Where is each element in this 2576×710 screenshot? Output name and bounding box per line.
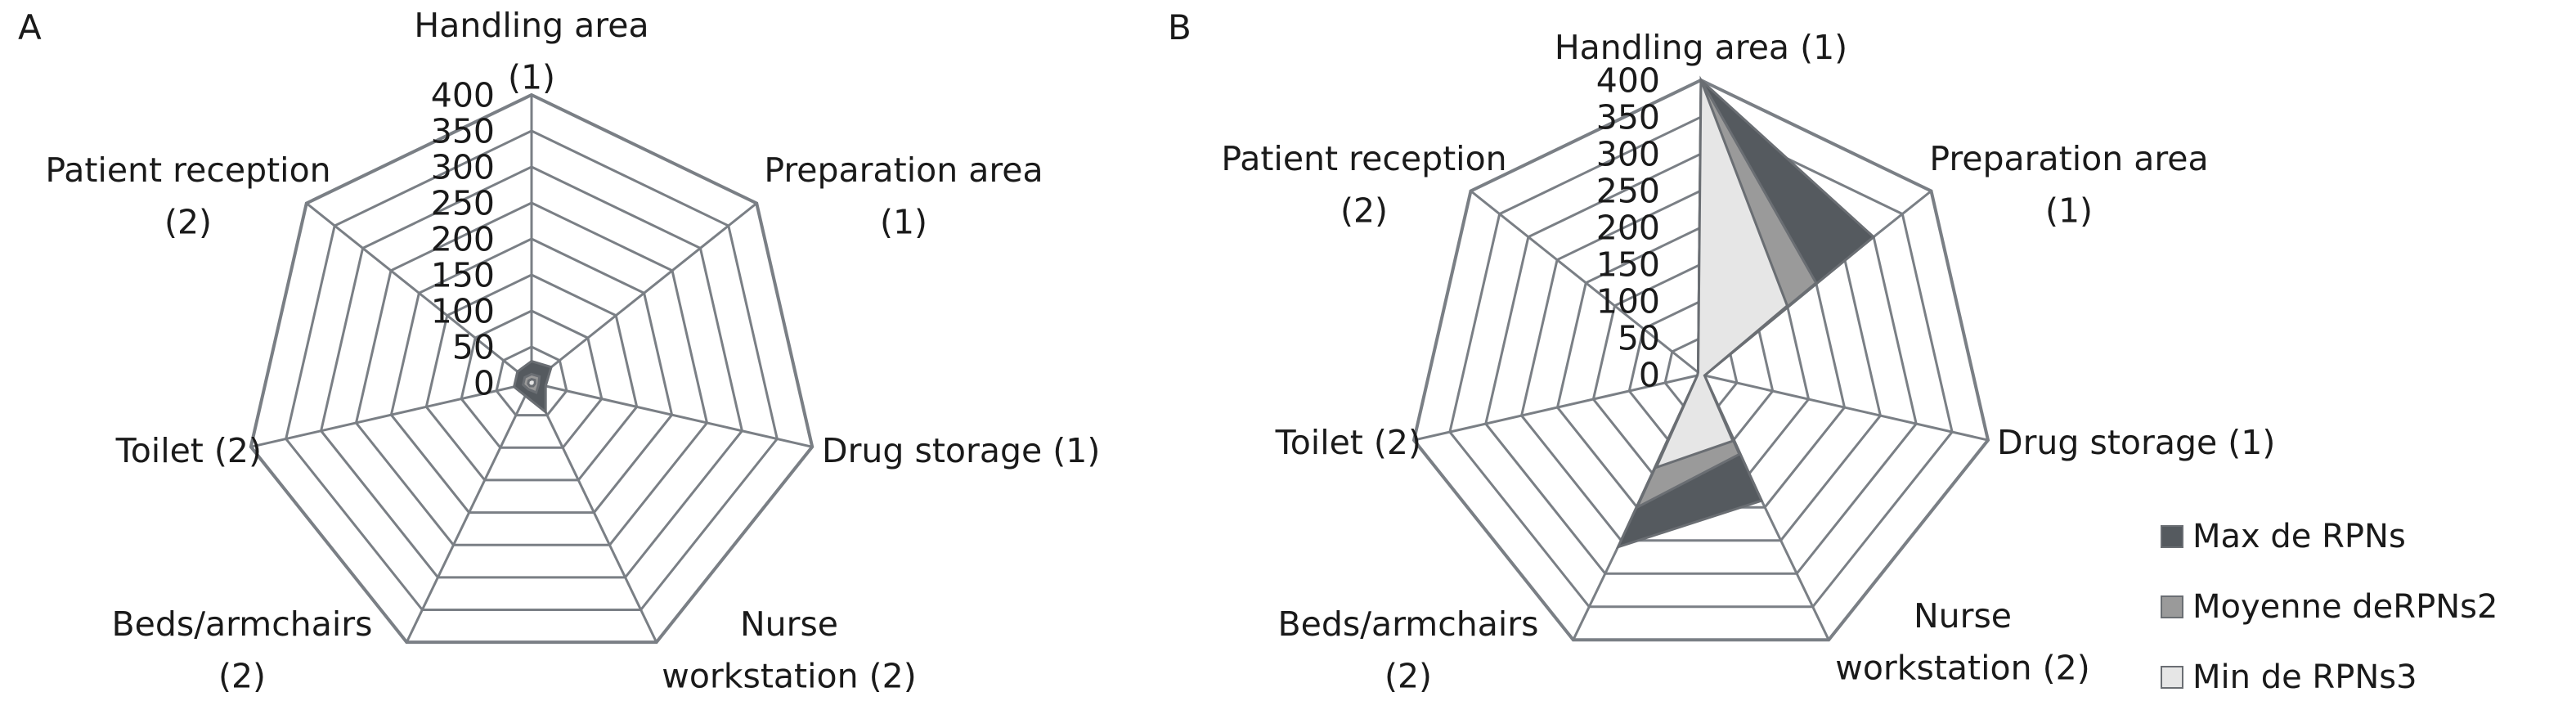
radial-tick-label: 300 — [431, 147, 495, 186]
category-label: Preparation area(1) — [764, 151, 1043, 242]
radial-tick-label: 250 — [1596, 171, 1660, 210]
grid-ring — [495, 345, 568, 417]
grid-spoke — [1470, 190, 1702, 376]
radial-tick-label: 250 — [431, 183, 495, 222]
grid-ring — [460, 309, 604, 449]
legend-swatch — [2161, 666, 2183, 689]
grid-ring — [1519, 189, 1883, 542]
category-label: Handling area (1) — [1555, 28, 1847, 67]
radial-tick-label: 400 — [1596, 61, 1660, 100]
grid-spoke — [530, 382, 658, 643]
series-area-3 — [527, 378, 536, 388]
radial-tick-label: 0 — [1639, 355, 1660, 394]
grid-spoke — [305, 202, 532, 384]
radial-tick-label: 150 — [1596, 245, 1660, 284]
radial-tick-label: 50 — [1618, 318, 1660, 357]
category-label: Toilet (2) — [1275, 423, 1421, 462]
grid-spoke — [1413, 373, 1702, 442]
radial-tick-label: 100 — [431, 291, 495, 330]
series-area-3 — [1654, 79, 1789, 470]
legend-label: Max de RPNs — [2192, 518, 2406, 555]
radial-tick-label: 0 — [473, 363, 495, 402]
radial-tick-label: 150 — [431, 255, 495, 294]
legend-label: Moyenne deRPNs2 — [2192, 588, 2497, 626]
grid-ring — [1484, 152, 1918, 575]
panel-label: A — [18, 7, 42, 47]
legend-swatch — [2161, 525, 2183, 548]
radial-tick-label: 50 — [452, 327, 495, 366]
radial-tick-label: 350 — [1596, 97, 1660, 137]
legend-label: Min de RPNs3 — [2192, 658, 2417, 696]
legend-swatch — [2161, 595, 2183, 618]
grid-ring — [389, 237, 674, 515]
grid-spoke — [1700, 373, 1989, 442]
radial-tick-label: 350 — [431, 111, 495, 151]
panel-label: B — [1168, 7, 1192, 47]
category-label: Preparation area(1) — [1929, 139, 2208, 231]
category-label: Beds/armchairs(2) — [1277, 604, 1538, 696]
radial-tick-label: 200 — [431, 219, 495, 258]
grid-spoke — [531, 202, 758, 384]
category-label: Drug storage (1) — [822, 431, 1100, 470]
grid-spoke — [531, 381, 813, 448]
category-label: Drug storage (1) — [1997, 423, 2275, 462]
radial-tick-label: 400 — [431, 75, 495, 115]
grid-ring — [249, 92, 815, 645]
grid-ring — [1448, 115, 1954, 609]
category-label: Patient reception(2) — [1221, 139, 1506, 231]
radial-tick-label: 100 — [1596, 281, 1660, 321]
grid-ring — [354, 201, 709, 546]
category-label: Handling area(1) — [414, 6, 648, 97]
grid-spoke — [250, 381, 532, 448]
radial-tick-label: 200 — [1596, 208, 1660, 247]
category-label: Patient reception(2) — [45, 151, 330, 242]
grid-spoke — [405, 382, 533, 643]
category-label: Beds/armchairs(2) — [111, 604, 372, 696]
category-label: Toilet (2) — [115, 431, 262, 470]
grid-ring — [424, 273, 639, 482]
radial-tick-label: 300 — [1596, 134, 1660, 173]
grid-ring — [1411, 78, 1990, 642]
grid-ring — [319, 165, 744, 579]
grid-ring — [285, 129, 779, 611]
